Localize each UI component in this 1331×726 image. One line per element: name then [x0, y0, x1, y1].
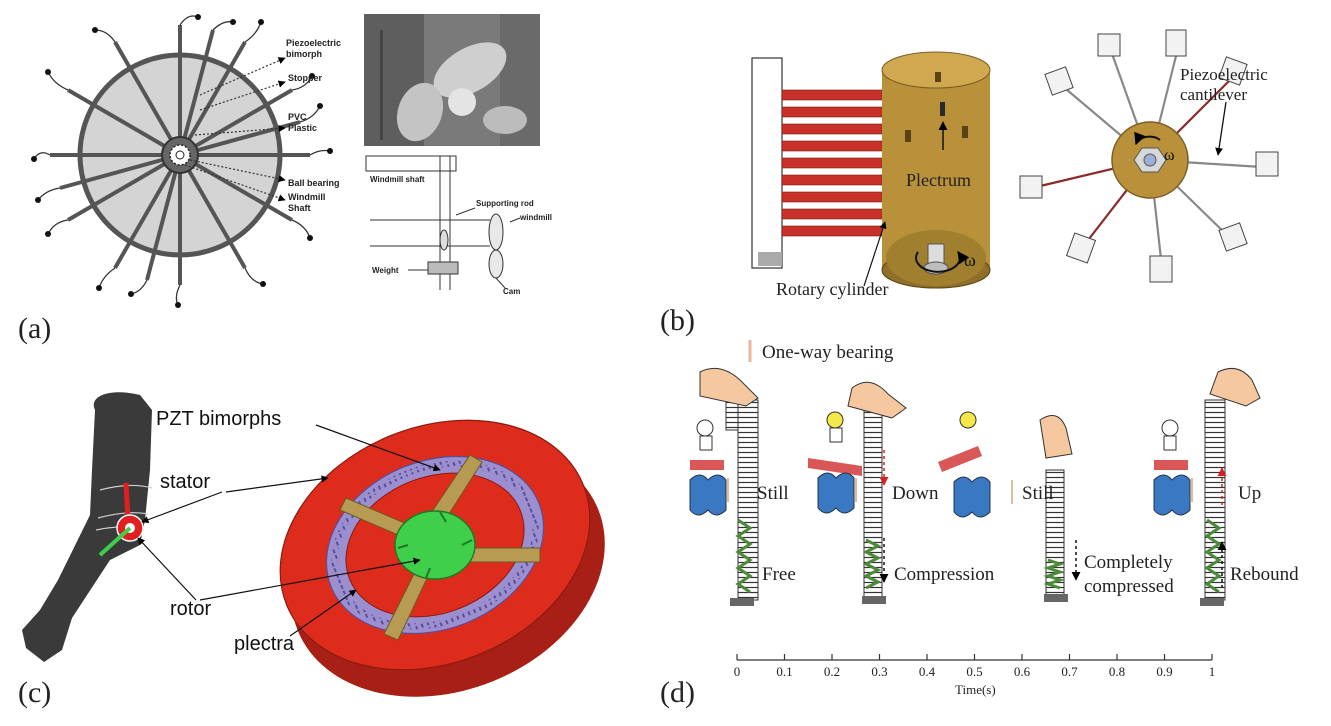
panel-b-label: (b): [660, 304, 695, 337]
pzt-bimorph-arms: [339, 454, 541, 641]
time-tick-label: 0.9: [1156, 664, 1172, 679]
callout-leaders: [184, 57, 286, 202]
legend-one-way-bearing: One-way bearing: [762, 342, 894, 363]
state-4: [1153, 367, 1261, 606]
svg-text:Piezoelectric bimorph: Piezoelectric bimorph: [286, 38, 344, 59]
piezo-strips: [781, 89, 883, 237]
callout-pvc-2: Plastic: [288, 123, 317, 133]
schematic-cam: Cam: [503, 287, 520, 296]
panel-c-label: (c): [18, 676, 51, 709]
state-3: [938, 411, 1081, 602]
callout-shaft-1: Windmill: [288, 192, 325, 202]
panel-d-label: (d): [660, 676, 695, 709]
bimorph-spokes: [50, 25, 310, 285]
plectra-label: plectra: [234, 633, 295, 655]
svg-text:Completely compressed: Completely compressed: [1084, 552, 1177, 597]
windmill-photo: [364, 14, 540, 146]
panel-c: PZT bimorphs stator rotor plectra (c): [18, 392, 605, 709]
panel-c-leaders: [137, 424, 441, 637]
state-3-spring-2: compressed: [1084, 576, 1174, 597]
state-1-spring: Free: [762, 564, 796, 585]
callout-shaft-2: Shaft: [288, 203, 311, 213]
rotor-label: rotor: [170, 598, 211, 620]
svg-text:Piezoelectric cantilever: Piezoelectric cantilever: [1180, 65, 1272, 104]
schematic-weight: Weight: [372, 266, 399, 275]
time-tick-label: 0.1: [776, 664, 792, 679]
cylinder-omega: ω: [964, 250, 976, 270]
shaft-center: [175, 150, 185, 160]
state-1: [689, 367, 759, 606]
svg-text:Windmill Shaft: Windmill Shaft: [288, 192, 328, 213]
time-tick-label: 0.8: [1109, 664, 1125, 679]
time-tick-label: 0.3: [871, 664, 887, 679]
callout-pvc-1: PVC: [288, 112, 307, 122]
time-tick-label: 0.2: [824, 664, 840, 679]
callout-piezo-1: Piezoelectric: [286, 38, 341, 48]
callout-stopper: Stopper: [288, 73, 322, 83]
time-axis-label: Time(s): [955, 682, 996, 697]
time-axis-ticks: 0 0.1 0.2 0.3 0.4 0.5 0.6 0.7 0.8 0.9 1: [734, 654, 1216, 679]
plectrum-label: Plectrum: [906, 170, 971, 190]
schematic-windmill-shaft: Windmill shaft: [370, 175, 425, 184]
rotary-cylinder: [881, 51, 991, 289]
windmill-schematic: [365, 155, 521, 290]
state-2: [808, 381, 907, 604]
panel-b: ω Plectrum Rotary cylinder ω: [660, 29, 1279, 337]
state-2-spring: Compression: [894, 564, 995, 585]
state-2-motion: Down: [892, 483, 939, 504]
time-tick-label: 0.7: [1061, 664, 1078, 679]
hub-omega: ω: [1164, 147, 1175, 164]
time-tick-label: 0: [734, 664, 741, 679]
stopper-dots: [31, 14, 333, 308]
leg-silhouette: [22, 392, 152, 662]
pzt-bimorphs-label: PZT bimorphs: [156, 408, 281, 430]
state-4-motion: Up: [1238, 483, 1261, 504]
time-tick-label: 0.5: [966, 664, 982, 679]
rotary-cylinder-label: Rotary cylinder: [776, 279, 888, 299]
state-3-motion: Still: [1022, 483, 1054, 504]
frame-plate: [751, 57, 783, 269]
time-tick-label: 0.6: [1014, 664, 1031, 679]
state-1-motion: Still: [757, 483, 789, 504]
panel-a: Piezoelectric bimorph Stopper PVC Plasti…: [18, 14, 552, 345]
state-3-spring-1: Completely: [1084, 552, 1173, 573]
schematic-windmill: windmill: [519, 213, 552, 222]
stator-label: stator: [160, 471, 210, 493]
callout-piezo-2: bimorph: [286, 49, 322, 59]
svg-text:PVC Plastic: PVC Plastic: [288, 112, 317, 133]
cantilever-label-1: Piezoelectric: [1180, 65, 1268, 84]
cantilever-label-2: cantilever: [1180, 85, 1247, 104]
state-4-spring: Rebound: [1230, 564, 1299, 585]
panel-a-label: (a): [18, 312, 51, 345]
callout-ball-bearing: Ball bearing: [288, 178, 340, 188]
schematic-supporting-rod: Supporting rod: [476, 199, 534, 208]
time-tick-label: 0.4: [919, 664, 936, 679]
tip-masses: [1019, 29, 1279, 283]
time-tick-label: 1: [1209, 664, 1216, 679]
panel-d: One-way bearing Still Free: [660, 340, 1299, 709]
